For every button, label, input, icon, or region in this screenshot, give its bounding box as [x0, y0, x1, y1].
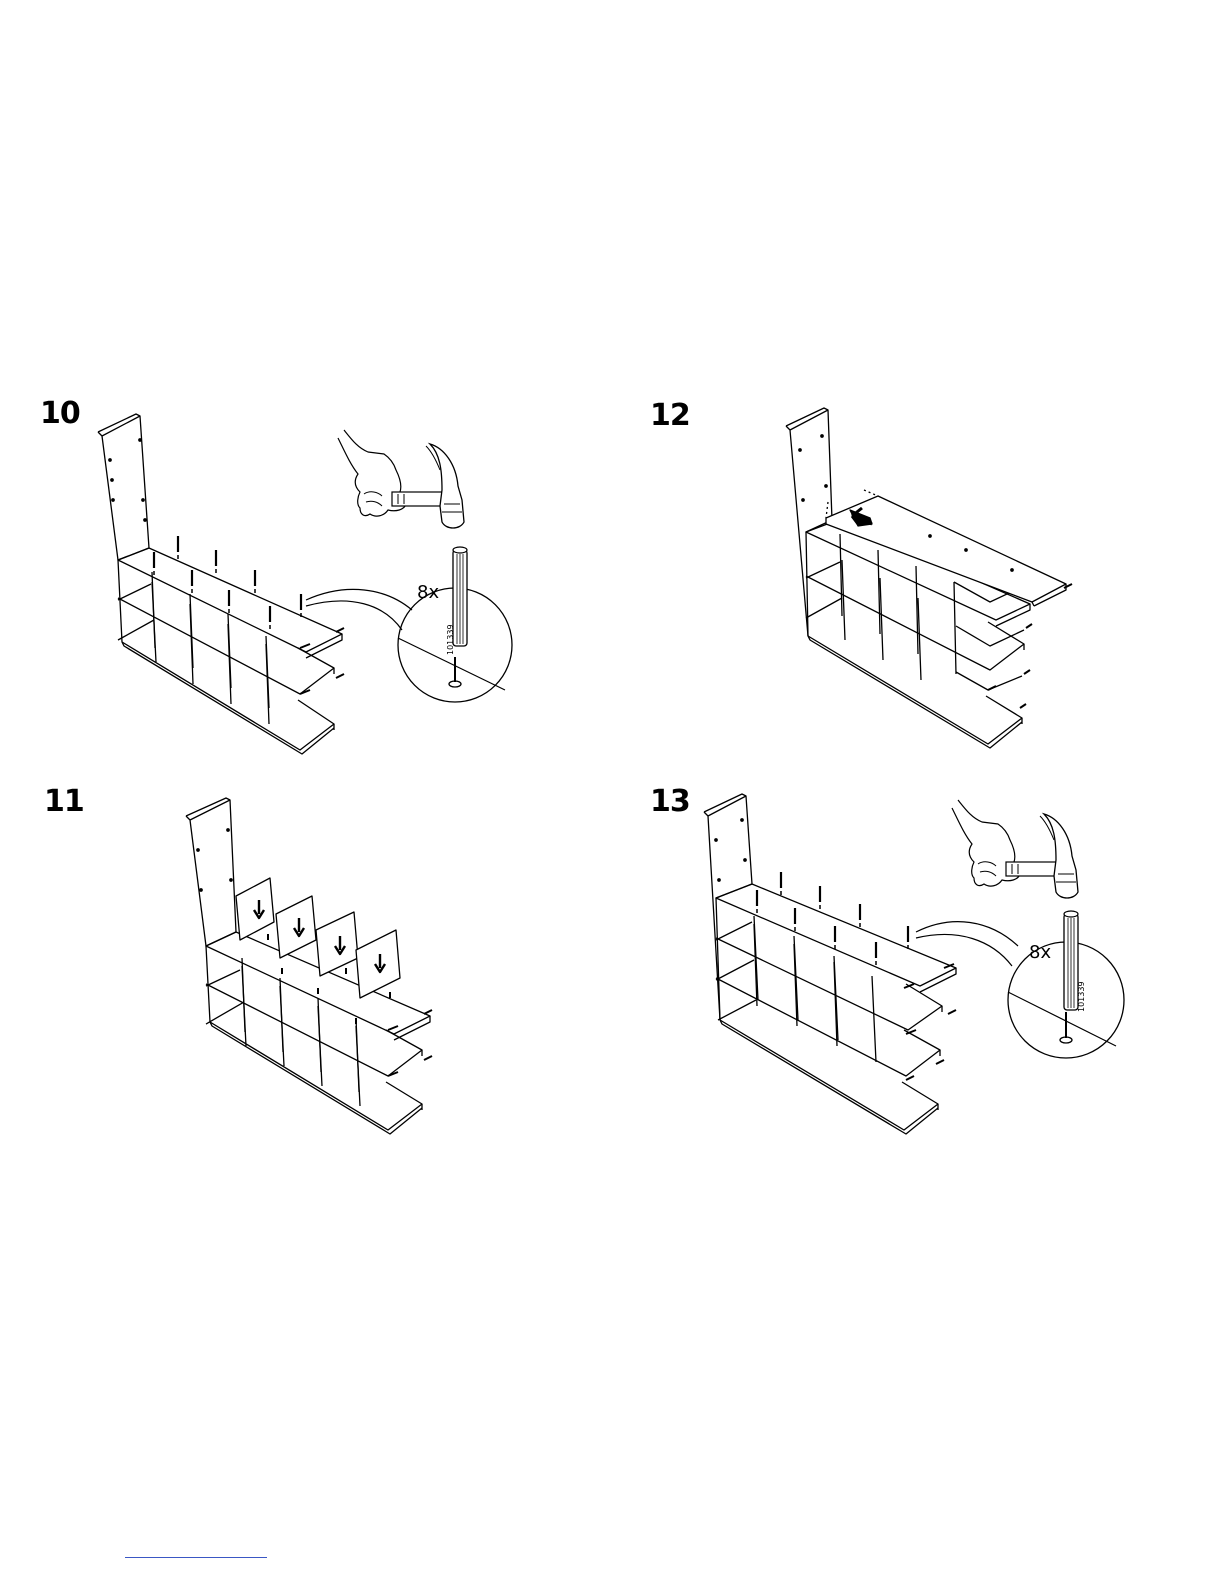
footer-rule [125, 1557, 267, 1558]
part-number: 101339 [1077, 981, 1086, 1012]
hammer-icon [338, 430, 464, 528]
divider-panel [236, 878, 274, 940]
hammer-icon [952, 800, 1078, 898]
quantity-label: 8x [417, 582, 439, 603]
part-number: 101339 [446, 624, 455, 655]
divider-panel [316, 912, 358, 976]
quantity-label: 8x [1029, 942, 1051, 963]
step-12-illustration [786, 408, 1072, 748]
wooden-dowel-icon [453, 547, 467, 646]
divider-panel [276, 896, 316, 958]
wooden-dowel-icon [1064, 911, 1078, 1010]
divider-panel [356, 930, 400, 998]
step-11-illustration [186, 798, 432, 1134]
